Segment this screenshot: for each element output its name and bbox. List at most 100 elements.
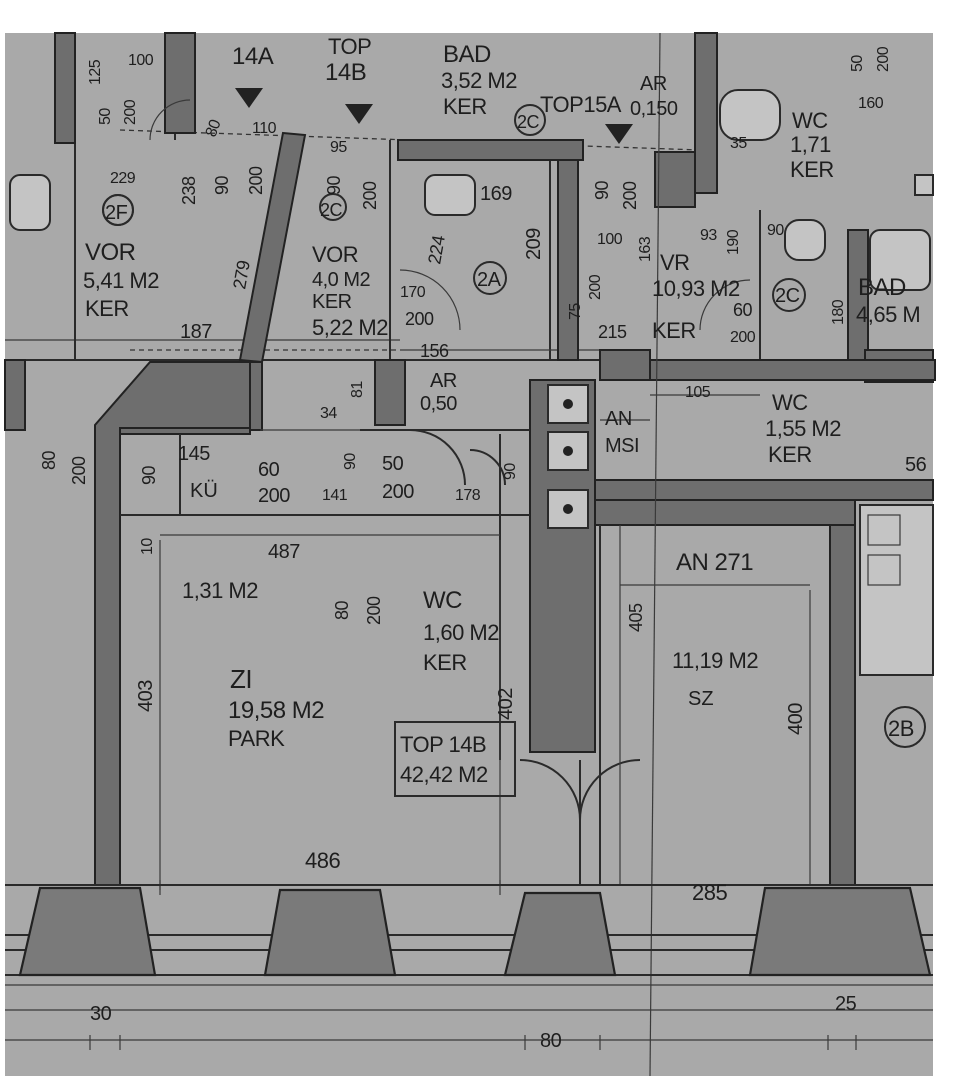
- dim-200k: 200: [364, 596, 384, 625]
- label-vr-floor: KER: [652, 318, 696, 343]
- label-zi: ZI: [230, 664, 252, 694]
- dim-81: 81: [349, 381, 366, 398]
- label-zi-area: 19,58 M2: [228, 697, 324, 724]
- dim-405: 405: [626, 603, 646, 632]
- label-wc-mid-floor: KER: [768, 442, 812, 467]
- dim-200h: 200: [69, 456, 89, 485]
- dim-156: 156: [420, 341, 449, 361]
- label-top14b: 14B: [325, 59, 366, 86]
- dim-60a: 60: [733, 300, 753, 320]
- dim-80b: 80: [39, 450, 59, 470]
- dim-56: 56: [905, 454, 927, 476]
- dim-30: 30: [90, 1003, 112, 1025]
- dim-209: 209: [523, 228, 545, 260]
- label-wc-main-area: 1,60 M2: [423, 620, 499, 645]
- label-wc-top-area: 1,71: [790, 132, 831, 157]
- label-an-msi-2: MSI: [605, 435, 639, 457]
- dim-60b: 60: [258, 459, 280, 481]
- dim-402: 402: [495, 688, 517, 720]
- dim-238: 238: [179, 176, 199, 205]
- label-bad-top-area: 3,52 M2: [441, 68, 517, 93]
- dim-200d: 200: [620, 181, 640, 210]
- label-bad-top: BAD: [443, 41, 491, 68]
- label-vor-mid-floor: KER: [312, 291, 352, 313]
- label-top14a: 14A: [232, 43, 274, 70]
- dim-95: 95: [330, 139, 347, 156]
- dim-105: 105: [685, 384, 711, 401]
- label-wc-mid: WC: [772, 390, 808, 415]
- dim-80c: 80: [332, 600, 352, 620]
- label-wc-main-floor: KER: [423, 650, 467, 675]
- label-an-msi: AN: [605, 408, 632, 430]
- upper-fixtures: [9, 88, 934, 331]
- dim-170: 170: [400, 284, 426, 301]
- label-unit-area: 42,42 M2: [400, 762, 488, 787]
- label-top-prefix: TOP: [328, 34, 371, 59]
- dim-35: 35: [730, 135, 747, 152]
- tag-2a: 2A: [477, 269, 502, 291]
- dim-10: 10: [139, 538, 156, 555]
- tag-2c-a: 2C: [320, 200, 343, 220]
- tag-2c-b: 2C: [517, 112, 540, 132]
- label-vr: VR: [660, 250, 690, 275]
- room-labels: 14A TOP 14B BAD 3,52 M2 KER TOP15A AR 0,…: [83, 34, 921, 797]
- dim-200e: 200: [405, 309, 434, 329]
- dim-200f: 200: [587, 274, 604, 300]
- doors: [409, 429, 641, 885]
- dim-90d: 90: [767, 222, 784, 239]
- dim-141: 141: [322, 487, 348, 504]
- vent-shafts: [547, 384, 589, 529]
- dim-25: 25: [835, 993, 857, 1015]
- label-wc-main: WC: [423, 587, 462, 614]
- label-vor-left: VOR: [85, 239, 136, 266]
- dim-160: 160: [858, 95, 884, 112]
- label-sz-area: 11,19 M2: [672, 648, 758, 673]
- label-ar-mid-area: 0,50: [420, 393, 457, 415]
- dim-279: 279: [229, 259, 254, 291]
- dim-90e: 90: [139, 465, 159, 485]
- dim-178: 178: [455, 487, 481, 504]
- dim-169: 169: [480, 183, 512, 205]
- label-ar-top-area: 0,150: [630, 98, 678, 120]
- label-bad-right: BAD: [858, 274, 906, 301]
- dim-200-top: 200: [875, 46, 892, 72]
- label-vor-left-area: 5,41 M2: [83, 268, 159, 293]
- label-bad-top-floor: KER: [443, 94, 487, 119]
- dim-200c: 200: [360, 181, 380, 210]
- dim-125: 125: [87, 59, 104, 85]
- dim-90g: 90: [502, 463, 519, 480]
- dim-34: 34: [320, 405, 337, 422]
- dim-486: 486: [305, 848, 340, 873]
- dim-110: 110: [252, 120, 277, 137]
- label-unit-title: TOP 14B: [400, 732, 486, 757]
- label-wc-top: WC: [792, 108, 828, 133]
- dim-80a: 80: [203, 117, 225, 139]
- dim-200b: 200: [246, 166, 266, 195]
- dim-200g: 200: [730, 329, 756, 346]
- dim-145: 145: [178, 443, 210, 465]
- dim-487: 487: [268, 541, 300, 563]
- dim-180: 180: [830, 299, 847, 325]
- label-vr-area: 10,93 M2: [652, 276, 740, 301]
- dim-224: 224: [424, 234, 449, 266]
- dim-50b: 50: [382, 453, 404, 475]
- label-ku: KÜ: [190, 480, 218, 502]
- label-ku-area: 1,31 M2: [182, 578, 258, 603]
- label-vor-mid-area: 4,0 M2: [312, 269, 371, 291]
- dim-200i: 200: [258, 485, 290, 507]
- dim-100: 100: [128, 52, 154, 69]
- facade-wall: [5, 504, 934, 977]
- label-an-271: AN 271: [676, 549, 753, 576]
- tag-2f: 2F: [105, 202, 128, 224]
- dim-403: 403: [135, 680, 157, 712]
- dim-50a: 50: [97, 108, 114, 125]
- dim-80d: 80: [540, 1030, 562, 1052]
- dim-190: 190: [725, 229, 742, 255]
- dim-163: 163: [637, 236, 654, 262]
- dim-215: 215: [598, 322, 627, 342]
- dim-93: 93: [700, 227, 717, 244]
- dim-187: 187: [180, 321, 212, 343]
- label-vor-left-floor: KER: [85, 296, 129, 321]
- dim-90a: 90: [212, 175, 232, 195]
